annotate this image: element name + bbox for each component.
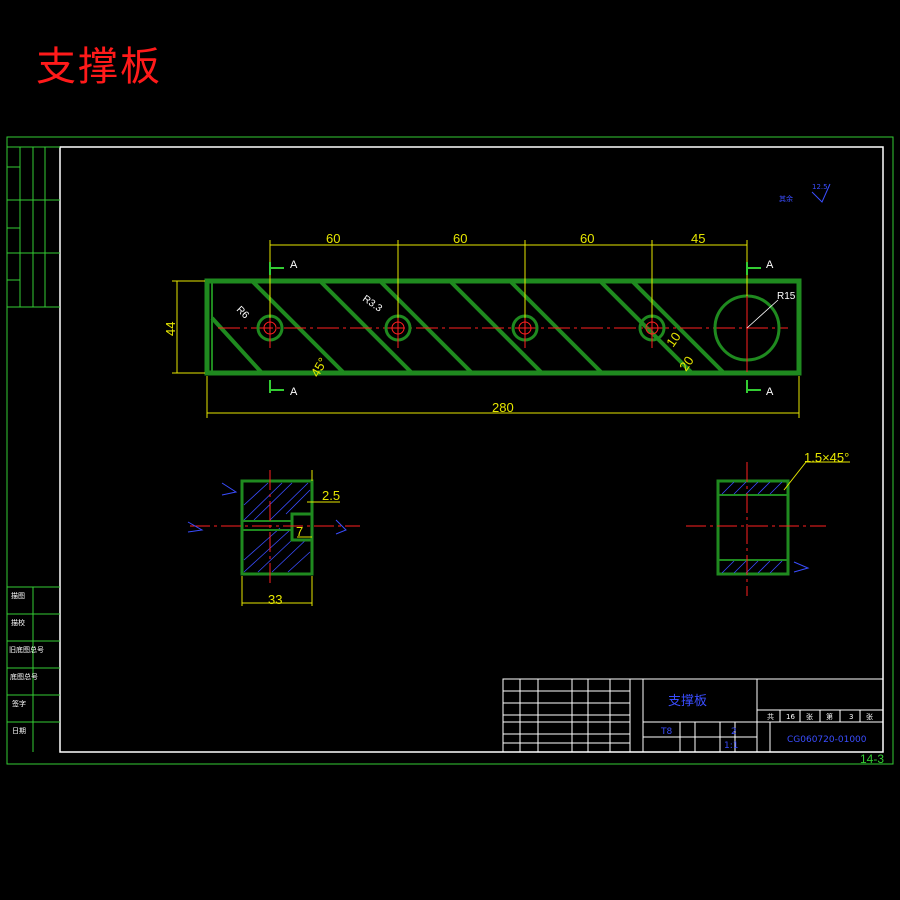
tb-sheet-unit2: 张 — [866, 712, 873, 721]
section-a-1: A — [290, 259, 298, 271]
dim-20: 20 — [676, 353, 697, 373]
strip-label-4: 底图总号 — [10, 672, 38, 681]
section-a-3: A — [290, 386, 298, 398]
strip-label-1: 描图 — [11, 591, 25, 600]
tb-quantity: 2 — [731, 727, 737, 737]
end-section-view: 1.5×45° — [686, 450, 850, 596]
tb-drawing-code: CG060720-01000 — [787, 735, 867, 745]
sheet-number: 14-3 — [860, 752, 884, 766]
dim-44: 44 — [163, 322, 178, 336]
dim-2-5: 2.5 — [322, 488, 340, 503]
top-dim-chain — [269, 240, 748, 318]
dim-7: 7 — [296, 524, 303, 539]
strip-label-6: 日期 — [12, 727, 26, 735]
left-strip-labels: 描图 描校 旧底图总号 底图总号 签字 日期 — [9, 591, 44, 735]
dim-r3-3: R3.3 — [360, 293, 384, 314]
tb-sheet-label: 第 — [826, 712, 833, 721]
dim-45: 45 — [691, 231, 705, 246]
plate-hatching — [210, 279, 726, 375]
left-strip-bottom — [7, 586, 60, 752]
section-a-4: A — [766, 386, 774, 398]
title-block — [502, 678, 884, 753]
dim-r15: R15 — [777, 291, 796, 302]
strip-label-3: 旧底图总号 — [9, 645, 44, 654]
tb-sheets-total: 16 — [786, 713, 795, 721]
tb-part-name: 支撑板 — [668, 694, 707, 709]
dim-60-1: 60 — [326, 231, 340, 246]
main-plate-view: 60 60 60 45 44 280 R6 R3.3 R15 10 20 45° — [163, 183, 831, 418]
dim-10: 10 — [663, 329, 684, 349]
dim-60-3: 60 — [580, 231, 594, 246]
drawing-title: 支撑板 — [36, 44, 162, 90]
tb-sheet-index: 3 — [849, 713, 853, 721]
dim-r6: R6 — [234, 304, 251, 321]
left-strip-top — [7, 146, 60, 308]
roughness-value: 12.5 — [812, 183, 828, 191]
dim-33: 33 — [268, 592, 282, 607]
dim-chamfer: 1.5×45° — [804, 450, 849, 465]
strip-label-2: 描校 — [11, 618, 25, 627]
dim-280: 280 — [492, 400, 514, 415]
tb-sheets-unit: 张 — [806, 712, 813, 721]
inner-border — [59, 146, 884, 753]
section-a-2: A — [766, 259, 774, 271]
tb-sheets-total-label: 共 — [767, 712, 774, 721]
plate-outline — [204, 278, 802, 376]
tb-scale: 1:1 — [724, 741, 738, 751]
tb-material: T8 — [660, 727, 672, 737]
outer-border — [6, 136, 894, 765]
roughness-other: 其余 — [779, 194, 793, 203]
strip-label-5: 签字 — [12, 699, 26, 708]
side-section-view: 33 2.5 7 — [187, 470, 360, 607]
dim-60-2: 60 — [453, 231, 467, 246]
